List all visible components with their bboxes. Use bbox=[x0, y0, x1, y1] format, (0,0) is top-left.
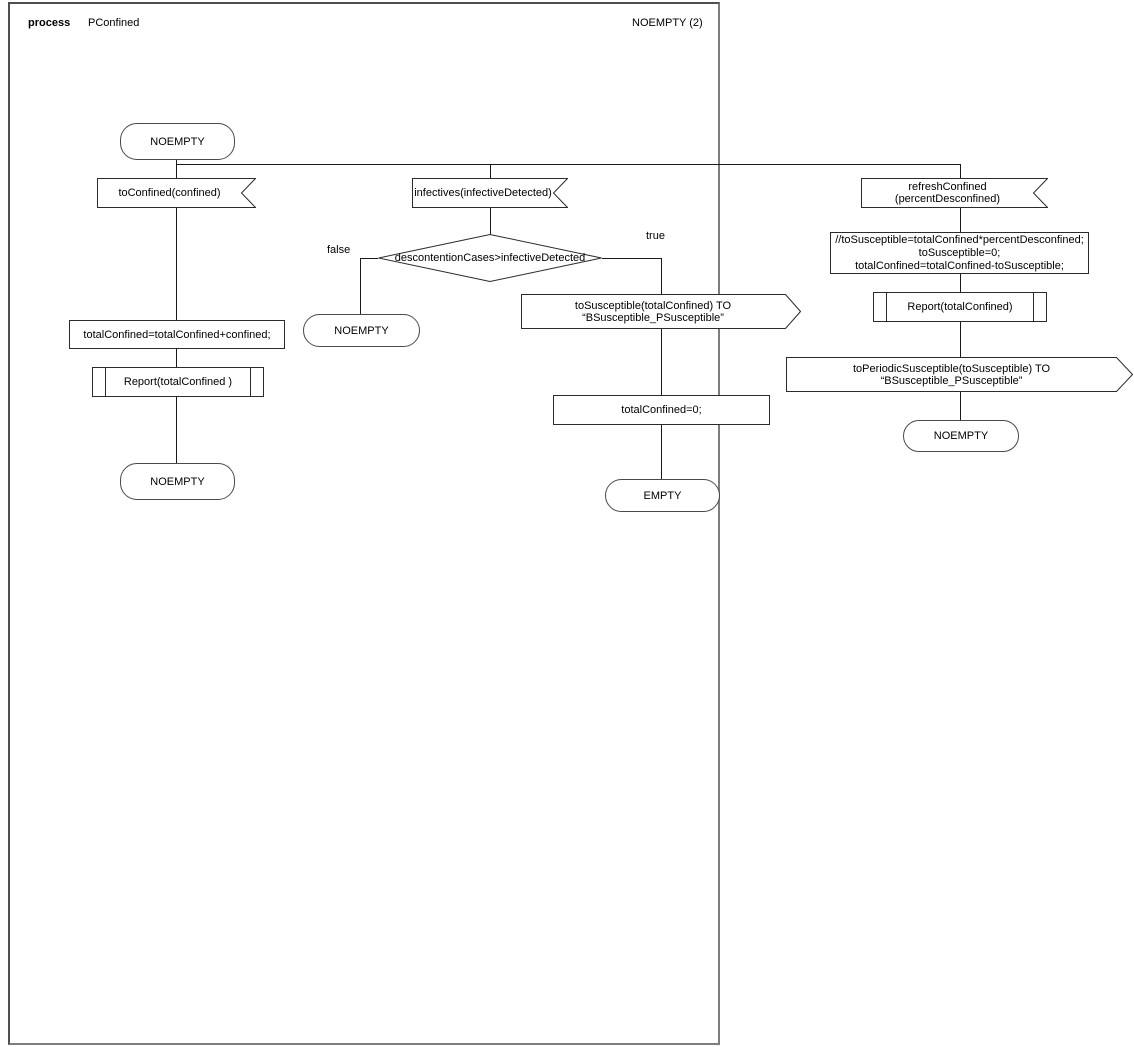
connector-line bbox=[490, 164, 491, 178]
task-line: //toSusceptible=totalConfined*percentDes… bbox=[835, 233, 1084, 246]
procedure-report-right[interactable]: Report(totalConfined) bbox=[873, 292, 1047, 322]
decision-false-label: false bbox=[327, 244, 351, 256]
connector-line-true-branch bbox=[602, 258, 662, 259]
output-toperiodicsusceptible[interactable]: toPeriodicSusceptible(toSusceptible) TO … bbox=[786, 357, 1133, 392]
connector-line bbox=[176, 347, 177, 367]
input-label: infectives(infectiveDetected) bbox=[414, 187, 552, 199]
input-shape-outline bbox=[412, 178, 568, 208]
process-frame bbox=[8, 2, 720, 1045]
connector-line bbox=[960, 320, 961, 357]
state-label: NOEMPTY bbox=[933, 430, 989, 442]
output-shape-outline bbox=[521, 294, 801, 329]
procedure-bar bbox=[105, 368, 106, 396]
connector-line bbox=[176, 208, 177, 320]
task-totalconfined-reset[interactable]: totalConfined=0; bbox=[553, 395, 770, 425]
connector-line bbox=[490, 208, 491, 234]
state-noempty-start[interactable]: NOEMPTY bbox=[120, 123, 235, 160]
state-noempty-right[interactable]: NOEMPTY bbox=[903, 420, 1019, 452]
procedure-bar bbox=[886, 293, 887, 321]
output-shape-outline bbox=[786, 357, 1133, 392]
input-refreshconfined[interactable]: refreshConfined (percentDesconfined) bbox=[861, 178, 1048, 208]
task-line: totalConfined=totalConfined-toSusceptibl… bbox=[855, 259, 1064, 272]
state-noempty-left[interactable]: NOEMPTY bbox=[120, 463, 235, 500]
input-toconfined[interactable]: toConfined(confined) bbox=[97, 178, 256, 208]
decision-shape-outline bbox=[378, 234, 602, 282]
connector-line-true-branch bbox=[661, 258, 662, 294]
connector-line bbox=[176, 395, 177, 463]
procedure-report-left[interactable]: Report(totalConfined ) bbox=[92, 367, 264, 397]
input-label: toConfined(confined) bbox=[118, 187, 221, 199]
input-infectives[interactable]: infectives(infectiveDetected) bbox=[412, 178, 568, 208]
input-shape-outline bbox=[97, 178, 256, 208]
output-tosusceptible[interactable]: toSusceptible(totalConfined) TO “BSuscep… bbox=[521, 294, 801, 329]
state-noempty-false[interactable]: NOEMPTY bbox=[303, 314, 420, 347]
connector-line bbox=[661, 329, 662, 395]
state-empty[interactable]: EMPTY bbox=[605, 479, 720, 512]
task-label: totalConfined=0; bbox=[621, 404, 702, 416]
state-label: EMPTY bbox=[643, 489, 682, 502]
input-shape-outline bbox=[861, 178, 1048, 208]
connector-line bbox=[661, 423, 662, 479]
decision-true-label: true bbox=[646, 230, 665, 242]
procedure-bar bbox=[1033, 293, 1034, 321]
output-label: toPeriodicSusceptible(toSusceptible) TO … bbox=[852, 362, 1051, 387]
connector-line-false-branch bbox=[360, 258, 361, 314]
connector-line bbox=[960, 392, 961, 420]
connector-line bbox=[960, 272, 961, 292]
decision-descontention[interactable]: descontentionCases>infectiveDetected bbox=[378, 234, 602, 282]
connector-line-false-branch bbox=[360, 258, 378, 259]
task-desconfine-calc[interactable]: //toSusceptible=totalConfined*percentDes… bbox=[830, 232, 1089, 274]
state-label: NOEMPTY bbox=[150, 135, 205, 148]
connector-line bbox=[960, 164, 961, 178]
page-title: NOEMPTY (2) bbox=[632, 17, 703, 29]
task-label: //toSusceptible=totalConfined*percentDes… bbox=[835, 234, 1084, 273]
procedure-bar bbox=[250, 368, 251, 396]
task-line: toSusceptible=0; bbox=[918, 246, 1001, 259]
state-label: NOEMPTY bbox=[150, 475, 205, 488]
process-name: PConfined bbox=[88, 17, 140, 29]
connector-line bbox=[176, 164, 960, 165]
connector-line bbox=[176, 158, 177, 178]
state-label: NOEMPTY bbox=[334, 324, 389, 337]
procedure-label: Report(totalConfined ) bbox=[123, 376, 233, 388]
output-label: toSusceptible(totalConfined) TO “BSuscep… bbox=[574, 299, 732, 324]
task-label: totalConfined=totalConfined+confined; bbox=[83, 328, 271, 341]
connector-line bbox=[960, 208, 961, 232]
process-kind-label: process bbox=[28, 17, 71, 29]
procedure-label: Report(totalConfined) bbox=[907, 301, 1013, 313]
input-label: refreshConfined (percentDesconfined) bbox=[894, 181, 1001, 205]
task-totalconfined-add[interactable]: totalConfined=totalConfined+confined; bbox=[69, 320, 285, 349]
decision-label: descontentionCases>infectiveDetected bbox=[394, 252, 586, 264]
